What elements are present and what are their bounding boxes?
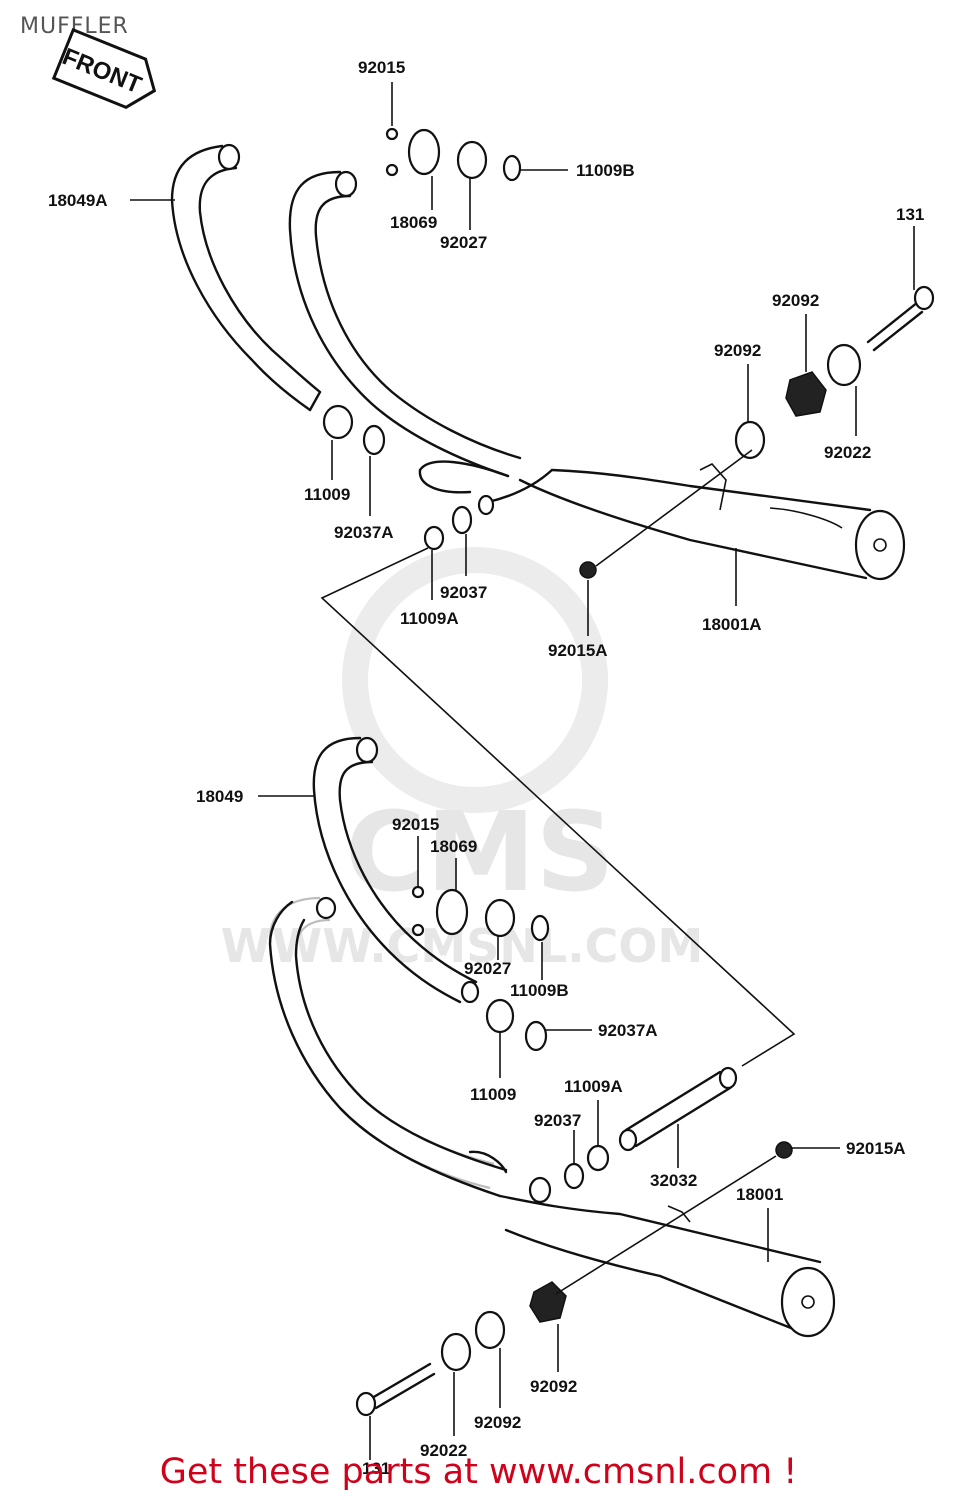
label-32032: 32032 bbox=[650, 1171, 697, 1190]
muffler-lower bbox=[498, 1194, 836, 1338]
label-92022-lower: 92022 bbox=[420, 1441, 467, 1460]
upper-leaders bbox=[130, 82, 915, 636]
label-92092-lower-a: 92092 bbox=[530, 1377, 577, 1396]
label-131-lower: 131 bbox=[362, 1459, 390, 1478]
label-18049: 18049 bbox=[196, 787, 243, 806]
bolt-upper bbox=[866, 285, 935, 352]
label-92027-upper: 92027 bbox=[440, 233, 487, 252]
label-92037A-upper: 92037A bbox=[334, 523, 394, 542]
exhaust-pipe-left bbox=[170, 143, 322, 412]
label-92015-lower: 92015 bbox=[392, 815, 439, 834]
upper-small-parts bbox=[322, 127, 935, 579]
label-18001: 18001 bbox=[736, 1185, 783, 1204]
label-131-upper: 131 bbox=[896, 205, 924, 224]
label-11009-lower: 11009 bbox=[470, 1085, 516, 1104]
label-92092-upper-a: 92092 bbox=[772, 291, 819, 310]
label-92015A-lower: 92015A bbox=[846, 1139, 906, 1158]
label-92037A-lower: 92037A bbox=[598, 1021, 658, 1040]
exhaust-pipe-right bbox=[288, 170, 522, 478]
stay-rod bbox=[618, 1066, 738, 1152]
assembly-guide-line bbox=[320, 547, 796, 1067]
label-11009A-upper: 11009A bbox=[400, 609, 459, 628]
upper-assembly: 92015 11009B 18069 92027 18049A 131 9209… bbox=[48, 58, 935, 660]
muffler-upper bbox=[518, 463, 906, 581]
label-18001A: 18001A bbox=[702, 615, 762, 634]
label-92037-lower: 92037 bbox=[534, 1111, 581, 1130]
label-11009A-lower: 11009A bbox=[564, 1077, 623, 1096]
label-18069-lower: 18069 bbox=[430, 837, 477, 856]
exhaust-pipe-lower bbox=[312, 736, 480, 1004]
label-11009B-lower: 11009B bbox=[510, 981, 569, 1000]
label-11009-upper: 11009 bbox=[304, 485, 350, 504]
label-92037-upper: 92037 bbox=[440, 583, 487, 602]
label-92092-upper-b: 92092 bbox=[714, 341, 761, 360]
lower-assembly: 18049 92015 18069 92027 11009B 92037A 11… bbox=[196, 736, 906, 1478]
bolt-lower bbox=[355, 1362, 436, 1417]
label-92027-lower: 92027 bbox=[464, 959, 511, 978]
front-arrow-icon: FRONT bbox=[51, 27, 157, 110]
label-18069-upper: 18069 bbox=[390, 213, 437, 232]
label-11009B-upper: 11009B bbox=[576, 161, 635, 180]
label-92022-upper: 92022 bbox=[824, 443, 871, 462]
lower-leaders bbox=[258, 795, 840, 1460]
promo-link[interactable]: Get these parts at www.cmsnl.com ! bbox=[159, 1452, 798, 1492]
watermark-brand: CMS bbox=[345, 788, 614, 916]
label-92015A-upper: 92015A bbox=[548, 641, 608, 660]
label-18049A: 18049A bbox=[48, 191, 108, 210]
label-92092-lower-b: 92092 bbox=[474, 1413, 521, 1432]
lower-small-parts bbox=[355, 885, 793, 1417]
label-92015-upper: 92015 bbox=[358, 58, 405, 77]
